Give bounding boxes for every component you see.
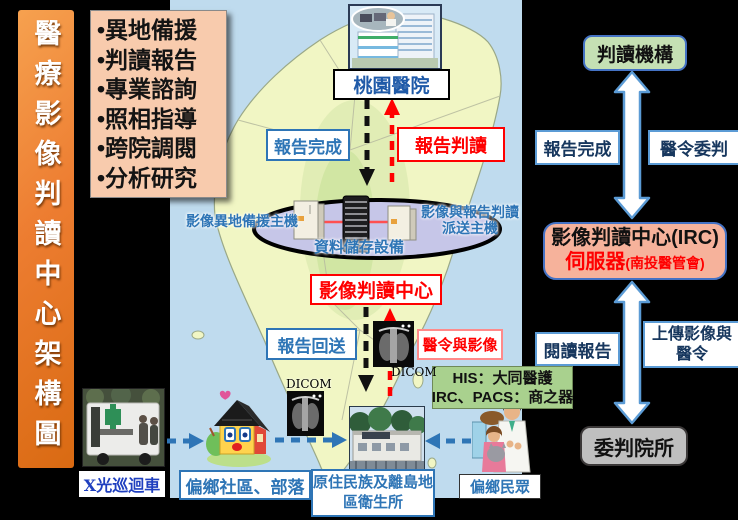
irc-server-box: 影像判讀中心(IRC) 伺服器(南投醫管會) xyxy=(543,222,727,280)
dispatch-server-icon xyxy=(387,205,417,241)
services-list: •異地備援 •判讀報告 •專業諮詢 •照相指導 •跨院調閱 •分析研究 xyxy=(90,10,227,198)
people-text: 偏鄉民眾 xyxy=(469,479,530,496)
reading-org-text: 判讀機構 xyxy=(596,44,673,66)
reading-center-text: 影像判讀中心 xyxy=(318,281,433,302)
clinic-label: 原住民族及離島地 區衛生所 xyxy=(311,469,435,517)
service-item: •異地備援 xyxy=(97,17,198,43)
irc-subtitle: 伺服器(南投醫管會) xyxy=(565,250,704,276)
page-title: 醫療影像判讀中心架構圖 xyxy=(30,19,61,459)
irc-server-note: (南投醫管會) xyxy=(625,255,705,271)
rp-upload-label: 上傳影像與 醫令 xyxy=(643,321,738,368)
rp-upload-line2: 醫令 xyxy=(675,345,708,363)
house-illustration xyxy=(204,390,274,468)
storage-server-icon xyxy=(342,195,370,253)
rp-read-report-text: 閱讀報告 xyxy=(543,341,612,361)
service-item: •分析研究 xyxy=(97,164,198,191)
order-image-text: 醫令與影像 xyxy=(422,337,498,354)
people-label: 偏鄉民眾 xyxy=(459,474,541,499)
community-label: 偏鄉社區、部落 xyxy=(179,470,311,500)
vendor-pacs: IRC、PACS：商之器 xyxy=(431,388,574,406)
delegated-org-text: 委判院所 xyxy=(594,437,674,460)
hospital-label: 桃園醫院 xyxy=(333,69,450,100)
irc-title: 影像判讀中心(IRC) xyxy=(551,227,719,249)
hospital-name: 桃園醫院 xyxy=(353,76,430,97)
report-return-text: 報告回送 xyxy=(277,336,346,356)
rp-order-delegate-text: 醫令委判 xyxy=(660,140,728,159)
dispatch-host-label: 影像與報告判讀 派送主機 xyxy=(416,204,524,236)
report-return-label: 報告回送 xyxy=(266,328,357,360)
clinic-line2: 區衛生所 xyxy=(342,494,403,511)
report-read-label: 報告判讀 xyxy=(397,127,505,162)
report-read-text: 報告判讀 xyxy=(415,135,487,156)
hospital-photo xyxy=(348,4,442,70)
rp-report-complete-text: 報告完成 xyxy=(543,140,612,159)
irc-server-word: 伺服器 xyxy=(565,251,626,273)
storage-label: 資料儲存設備 xyxy=(314,239,405,256)
order-image-label: 醫令與影像 xyxy=(417,329,503,360)
report-complete-label: 報告完成 xyxy=(266,129,350,161)
clinic-line1: 原住民族及離島地 xyxy=(313,474,434,491)
backup-host-label: 影像異地備援主機 xyxy=(186,213,298,229)
van-label: X光巡迴車 xyxy=(77,469,167,499)
reading-center-label: 影像判讀中心 xyxy=(310,274,442,305)
delegated-org-box: 委判院所 xyxy=(580,426,688,466)
reading-org-box: 判讀機構 xyxy=(583,35,687,71)
rp-report-complete-label: 報告完成 xyxy=(535,130,620,165)
van-label-text: X光巡迴車 xyxy=(83,476,161,495)
vendor-his: HIS：大同醫護 xyxy=(452,369,553,387)
report-complete-text: 報告完成 xyxy=(274,137,342,157)
service-item: •跨院調閱 xyxy=(97,135,198,161)
data-platform xyxy=(250,192,508,264)
rp-read-report-label: 閱讀報告 xyxy=(535,332,620,366)
backup-server-icon xyxy=(293,200,325,240)
dispatch-line2: 派送主機 xyxy=(442,220,498,236)
community-text: 偏鄉社區、部落 xyxy=(185,477,305,497)
title-banner: 醫療影像判讀中心架構圖 xyxy=(18,10,74,468)
xray-image xyxy=(373,321,414,367)
dicom-label: DICOM xyxy=(286,377,332,391)
vendor-box: HIS：大同醫護 IRC、PACS：商之器 xyxy=(432,366,573,409)
xray-image xyxy=(287,391,324,436)
rp-upload-line1: 上傳影像與 xyxy=(651,325,732,343)
rp-order-delegate-label: 醫令委判 xyxy=(648,130,738,165)
clinic-photo xyxy=(349,406,425,475)
service-item: •專業諮詢 xyxy=(97,76,198,102)
service-item: •判讀報告 xyxy=(97,46,198,73)
dispatch-line1: 影像與報告判讀 xyxy=(421,204,519,220)
service-item: •照相指導 xyxy=(97,105,198,132)
dicom-label: DICOM xyxy=(391,365,437,379)
reading-org-irc-double-arrow xyxy=(613,70,651,220)
van-photo xyxy=(82,388,165,467)
doctor-patient-illustration xyxy=(472,402,534,476)
